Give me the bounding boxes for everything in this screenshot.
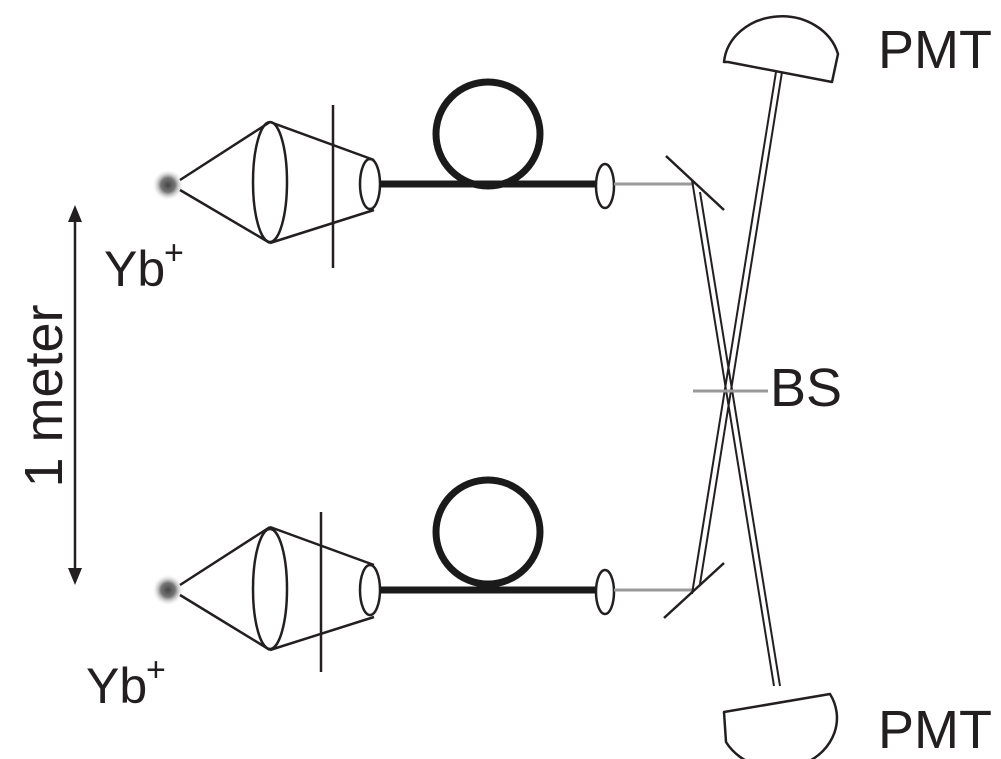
mirror-top	[665, 155, 725, 211]
distance-label: 1 meter	[14, 304, 74, 487]
crossed-beams	[691, 71, 783, 687]
ion-bottom-label: Yb	[86, 658, 147, 714]
output-lens-bottom	[594, 568, 616, 616]
optical-fiber-bottom	[380, 476, 600, 594]
ion-top	[152, 169, 184, 201]
mirror-bottom	[663, 562, 725, 619]
pmt-top-label: PMT	[878, 20, 992, 80]
output-lens-top	[594, 162, 616, 210]
pmt-bottom-label: PMT	[878, 700, 992, 759]
distance-arrow	[68, 205, 82, 585]
pmt-bottom-detector	[722, 692, 839, 759]
collection-cone-top	[179, 120, 375, 245]
ion-bottom-charge: +	[146, 651, 166, 689]
fiber-coupler-lens-top	[358, 157, 382, 211]
objective-lens-bottom	[251, 527, 289, 651]
ion-top-charge: +	[164, 234, 184, 272]
collection-cone-bottom	[179, 525, 375, 652]
pmt-top-detector	[722, 15, 840, 84]
beamsplitter-label: BS	[770, 358, 842, 418]
ion-branch-bottom	[152, 476, 725, 672]
fiber-coupler-lens-bottom	[358, 563, 382, 617]
optical-fiber-top	[380, 78, 600, 190]
objective-lens-top	[251, 120, 289, 244]
ion-branch-top	[152, 78, 725, 268]
ion-top-label: Yb	[104, 241, 165, 297]
ion-bottom	[152, 574, 184, 606]
